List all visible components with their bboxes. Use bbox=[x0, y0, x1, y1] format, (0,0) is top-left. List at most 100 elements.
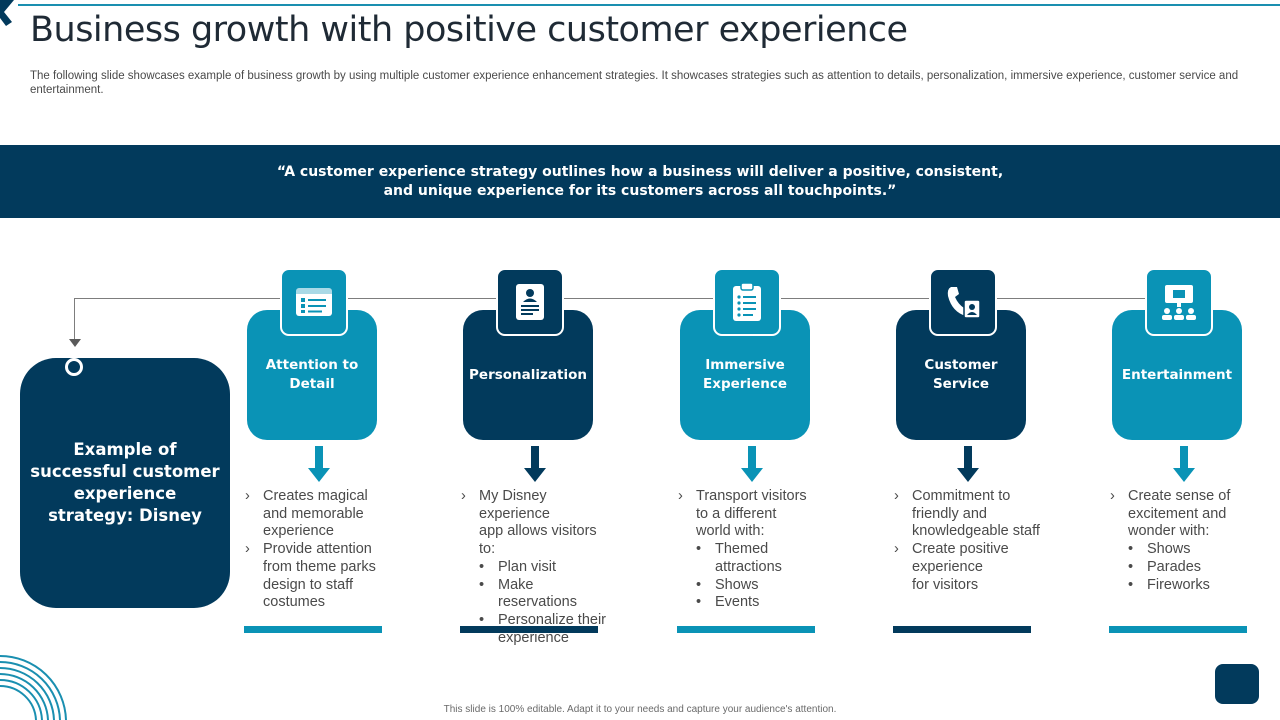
dot-bullet-icon: • bbox=[479, 558, 485, 575]
down-arrow-icon bbox=[1173, 446, 1195, 482]
chevron-bullet-icon: › bbox=[894, 488, 899, 504]
list-item-text: wonder with: bbox=[1128, 523, 1210, 540]
list-item: •Shows bbox=[676, 577, 826, 595]
column-bottom-bar bbox=[460, 626, 598, 633]
disney-example-label: Example of successful customer experienc… bbox=[30, 440, 220, 525]
quote-text: “A customer experience strategy outlines… bbox=[276, 163, 1004, 199]
clipboard-list-icon bbox=[713, 268, 781, 336]
list-item: •Shows bbox=[1108, 541, 1258, 559]
connector-arrow-icon bbox=[69, 339, 81, 347]
list-item: • Parades bbox=[1108, 559, 1258, 577]
list-item-text: My Disney experience bbox=[479, 488, 550, 522]
column-bottom-bar bbox=[893, 626, 1031, 633]
decorative-arcs bbox=[0, 655, 67, 720]
list-item-text: attractions bbox=[715, 558, 782, 575]
list-item: ›Transport visitors bbox=[676, 488, 826, 506]
next-slide-button[interactable] bbox=[1215, 664, 1259, 704]
down-arrow-icon bbox=[524, 446, 546, 482]
down-arrow-icon bbox=[741, 446, 763, 482]
phone-support-icon bbox=[929, 268, 997, 336]
list-item: and memorable bbox=[243, 506, 393, 524]
list-item-text: Shows bbox=[715, 576, 759, 593]
dot-bullet-icon: • bbox=[1128, 576, 1134, 593]
chevron-bullet-icon: › bbox=[461, 488, 466, 504]
footer-note: This slide is 100% editable. Adapt it to… bbox=[443, 704, 837, 715]
list-item-text: Creates magical bbox=[263, 488, 368, 504]
list-item-text: Create positive bbox=[912, 541, 1009, 558]
list-item: › My Disney experience bbox=[459, 488, 609, 523]
list-item: • Themed bbox=[676, 541, 826, 559]
list-item-text: Fireworks bbox=[1147, 576, 1210, 593]
dot-bullet-icon: • bbox=[696, 594, 702, 611]
list-item: world with: bbox=[676, 523, 826, 541]
list-item-text: experience bbox=[263, 523, 334, 540]
chevron-bullet-icon: › bbox=[245, 541, 250, 558]
corner-logo-mark bbox=[0, 0, 14, 26]
list-item-text: Themed bbox=[715, 541, 769, 558]
list-item: experience bbox=[892, 559, 1042, 577]
profile-document-icon bbox=[496, 268, 564, 336]
list-item-text: from theme parks bbox=[263, 558, 376, 575]
list-item-text: Plan visit bbox=[498, 558, 557, 575]
list-item: wonder with: bbox=[1108, 523, 1258, 541]
list-item: • Fireworks bbox=[1108, 577, 1258, 595]
list-item: app allows visitors to: bbox=[459, 523, 609, 558]
list-item-text: Parades bbox=[1147, 558, 1202, 575]
list-item: friendly and bbox=[892, 506, 1042, 524]
slide-subtitle: The following slide showcases example of… bbox=[30, 70, 1239, 96]
strategy-label: Entertainment bbox=[1121, 366, 1233, 383]
column-bottom-bar bbox=[677, 626, 815, 633]
list-item-text: experience bbox=[498, 629, 569, 646]
dot-bullet-icon: • bbox=[479, 611, 485, 628]
list-item-text: Provide attention bbox=[263, 541, 372, 558]
list-item-text: and memorable bbox=[263, 505, 364, 522]
chevron-bullet-icon: › bbox=[245, 488, 250, 504]
list-item: •Personalize their bbox=[459, 612, 609, 630]
list-item: for visitors bbox=[892, 577, 1042, 595]
strategy-card: Entertainment bbox=[1112, 310, 1242, 440]
connector-line bbox=[74, 298, 1204, 299]
list-item-text: app allows visitors to: bbox=[479, 523, 597, 558]
list-item: attractions bbox=[676, 559, 826, 577]
list-item: › Provide attention bbox=[243, 541, 393, 559]
list-item: knowledgeable staff bbox=[892, 523, 1042, 541]
list-item: › Create positive bbox=[892, 541, 1042, 559]
list-item: costumes bbox=[243, 594, 393, 612]
header-accent-line bbox=[18, 4, 1280, 6]
list-item: •Make reservations bbox=[459, 577, 609, 612]
list-item-text: Events bbox=[715, 594, 760, 611]
list-item-text: design to staff bbox=[263, 576, 354, 593]
list-item-text: Transport visitors bbox=[696, 488, 807, 504]
list-item: • Events bbox=[676, 594, 826, 612]
dot-bullet-icon: • bbox=[1128, 558, 1134, 575]
list-item-text: experience bbox=[912, 558, 983, 575]
dot-bullet-icon: • bbox=[479, 576, 485, 593]
list-item-text: knowledgeable staff bbox=[912, 523, 1040, 540]
quote-banner: “A customer experience strategy outlines… bbox=[0, 145, 1280, 218]
strategy-label: Personalization bbox=[469, 366, 587, 383]
list-item: › Create sense of bbox=[1108, 488, 1258, 506]
audience-screen-icon bbox=[1145, 268, 1213, 336]
list-item: ›Commitment to bbox=[892, 488, 1042, 506]
strategy-label: Customer Service bbox=[924, 357, 998, 392]
list-item: experience bbox=[243, 523, 393, 541]
list-item: › Creates magical bbox=[243, 488, 393, 506]
dot-bullet-icon: • bbox=[696, 541, 702, 558]
strategy-label: Attention to Detail bbox=[265, 357, 359, 392]
list-item-text: for visitors bbox=[912, 576, 979, 593]
list-item: from theme parks bbox=[243, 559, 393, 577]
chevron-bullet-icon: › bbox=[1110, 488, 1115, 504]
top-rule bbox=[0, 0, 1280, 4]
connector-drop-line bbox=[74, 298, 75, 340]
list-item: excitement and bbox=[1108, 506, 1258, 524]
chevron-bullet-icon: › bbox=[894, 541, 899, 558]
list-item-text: Create sense of bbox=[1128, 488, 1231, 504]
list-item-text: world with: bbox=[696, 523, 765, 540]
list-item-text: to a different bbox=[696, 505, 777, 522]
list-item: to a different bbox=[676, 506, 826, 524]
